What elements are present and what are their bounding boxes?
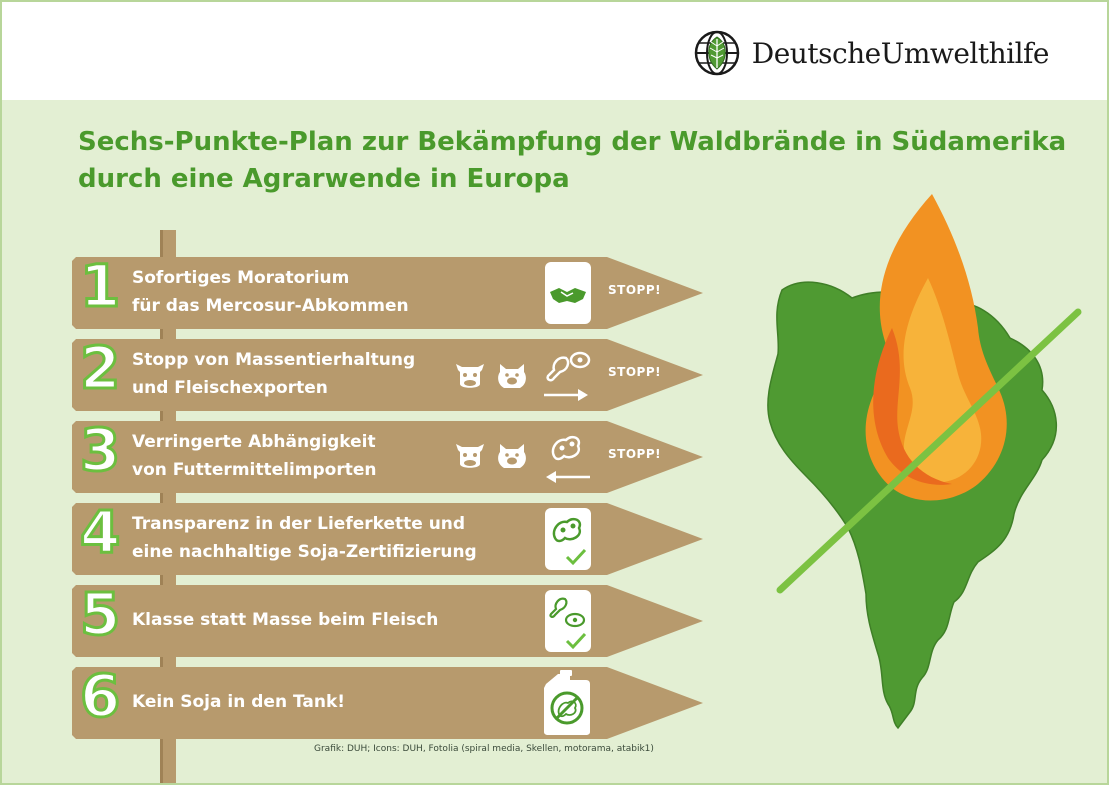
arrow-right-icon	[544, 389, 588, 401]
sign-number: 2	[78, 333, 121, 404]
icon-card	[545, 262, 591, 324]
sign-text: Sofortiges Moratorium für das Mercosur-A…	[132, 264, 409, 320]
icon-card	[545, 508, 591, 570]
no-soy-icon	[550, 691, 584, 725]
meat-icon	[546, 351, 591, 382]
checkmark-icon	[565, 548, 587, 566]
sign-2: 2 Stopp von Massentierhaltung und Fleisc…	[72, 333, 704, 412]
sign-text: Klasse statt Masse beim Fleisch	[132, 606, 438, 634]
icon-card	[545, 590, 591, 652]
soybean-icon	[552, 517, 582, 543]
south-america-map-icon	[767, 194, 1082, 730]
stopp-label: STOPP!	[608, 283, 662, 297]
stopp-label: STOPP!	[608, 365, 662, 379]
sign-line-2: und Fleischexporten	[132, 378, 328, 398]
sign-text: Stopp von Massentierhaltung und Fleische…	[132, 346, 415, 402]
sign-line-2: für das Mercosur-Abkommen	[132, 296, 409, 316]
credit-text: Grafik: DUH; Icons: DUH, Fotolia (spiral…	[314, 744, 654, 754]
cow-icon	[456, 364, 484, 388]
sign-4: 4 Transparenz in der Lieferkette und ein…	[72, 497, 704, 576]
title-line-2: durch eine Agrarwende in Europa	[78, 164, 570, 194]
sign-5: 5 Klasse statt Masse beim Fleisch	[72, 579, 704, 658]
cow-icon	[456, 444, 484, 468]
handshake-icon	[550, 288, 586, 303]
checkmark-icon	[565, 632, 587, 650]
sign-line-1: Verringerte Abhängigkeit	[132, 432, 376, 452]
sign-line-1: Klasse statt Masse beim Fleisch	[132, 610, 439, 630]
sign-number: 5	[78, 579, 121, 650]
sign-line-1: Sofortiges Moratorium	[132, 268, 350, 288]
sign-number: 1	[78, 251, 121, 322]
sign-number: 6	[78, 661, 121, 732]
pig-icon	[498, 364, 526, 388]
sign-1: 1 Sofortiges Moratorium für das Mercosur…	[72, 251, 704, 330]
sign-line-2: von Futtermittelimporten	[132, 460, 377, 480]
sign-line-1: Transparenz in der Lieferkette und	[132, 514, 466, 534]
title-line-1: Sechs-Punkte-Plan zur Bekämpfung der Wal…	[78, 127, 1067, 157]
sign-text: Verringerte Abhängigkeit von Futtermitte…	[132, 428, 377, 484]
sign-board	[72, 421, 703, 493]
page-title: Sechs-Punkte-Plan zur Bekämpfung der Wal…	[78, 124, 1078, 198]
strike-line	[776, 308, 1082, 594]
sign-number: 4	[78, 497, 121, 568]
sign-number: 3	[78, 415, 121, 486]
stopp-label: STOPP!	[608, 447, 662, 461]
arrow-left-icon	[546, 471, 590, 483]
sign-6: 6 Kein Soja in den Tank!	[72, 661, 704, 740]
pig-icon	[498, 444, 526, 468]
meat-icon	[549, 597, 586, 628]
brand-logo: DeutscheUmwelthilfe	[694, 30, 1050, 76]
sign-text: Transparenz in der Lieferkette und eine …	[132, 510, 477, 566]
brand-name: DeutscheUmwelthilfe	[751, 36, 1050, 70]
sign-text: Kein Soja in den Tank!	[132, 688, 345, 716]
header-bar: DeutscheUmwelthilfe	[2, 2, 1107, 100]
sign-3: 3 Verringerte Abhängigkeit von Futtermit…	[72, 415, 704, 494]
sign-line-1: Stopp von Massentierhaltung	[132, 350, 416, 370]
sign-board	[72, 339, 703, 411]
sign-line-2: eine nachhaltige Soja-Zertifizierung	[132, 542, 477, 562]
globe-leaf-icon	[694, 30, 740, 76]
soybean-icon	[551, 435, 581, 461]
sign-line-1: Kein Soja in den Tank!	[132, 692, 345, 712]
